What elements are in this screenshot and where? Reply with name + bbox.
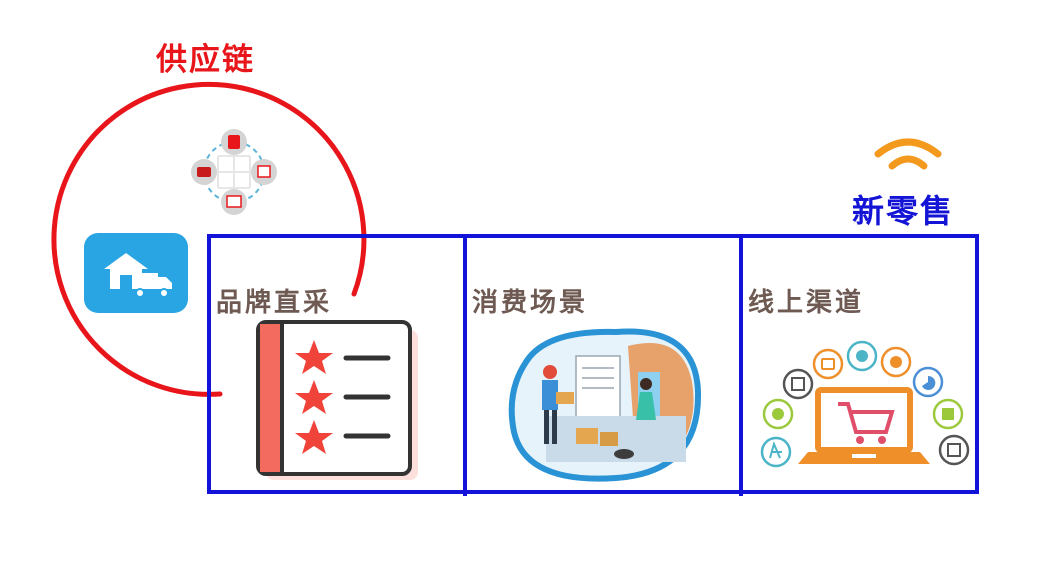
online-shopping-laptop-icon — [760, 340, 970, 468]
starred-checklist-icon — [256, 320, 418, 480]
new-retail-label: 新零售 — [852, 192, 955, 230]
panel-title-online-channel: 线上渠道 — [748, 288, 865, 318]
panel-title-consumer-scene: 消费场景 — [472, 288, 589, 318]
panel-divider — [463, 234, 467, 496]
wifi-icon — [874, 138, 942, 170]
supply-chain-label: 供应链 — [156, 42, 255, 78]
warehouse-truck-icon — [84, 233, 188, 313]
consumer-delivery-scene-icon — [508, 328, 702, 482]
panel-title-brand-direct: 品牌直采 — [216, 288, 333, 318]
new-retail-box — [207, 234, 979, 494]
buy-cycle-icon — [191, 129, 277, 215]
panel-divider — [739, 234, 743, 496]
